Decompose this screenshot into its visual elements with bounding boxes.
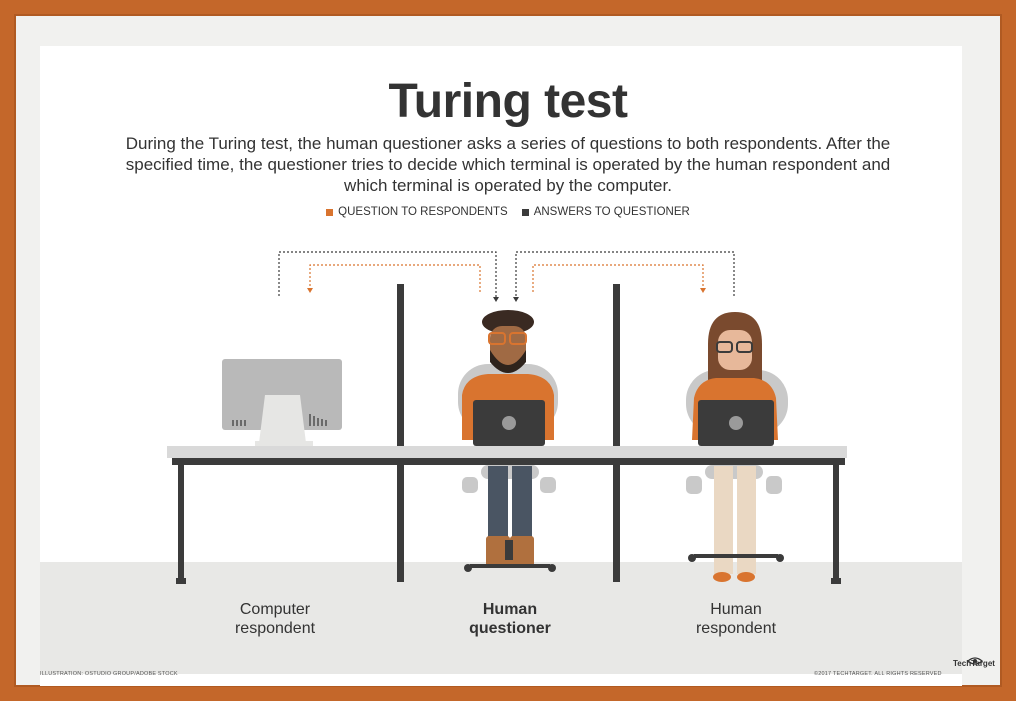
answer-path-left — [278, 251, 497, 298]
question-path-left — [309, 264, 481, 292]
laptop-icon — [473, 400, 545, 446]
respondent-lower — [686, 465, 784, 582]
questioner-lower — [462, 465, 556, 572]
techtarget-logo-icon — [967, 657, 983, 665]
connector-arrows — [278, 251, 735, 298]
brand-name: TechTarget — [953, 659, 995, 668]
illustration-credit: ILLUSTRATION: OSTUDIO GROUP/ADOBE STOCK — [40, 671, 178, 677]
computer-monitor-icon — [222, 359, 342, 447]
station-label-computer: Computer respondent — [205, 600, 345, 638]
station-label-line: Human — [482, 601, 538, 618]
orange-square-icon — [326, 208, 334, 216]
legend: QUESTION TO RESPONDENTS ANSWERS TO QUEST… — [0, 206, 1016, 218]
divider-left — [397, 284, 404, 582]
dark-square-icon — [521, 208, 529, 216]
station-label-line: respondent — [695, 620, 777, 637]
legend-item-answers: ANSWERS TO QUESTIONER — [521, 206, 690, 218]
description-text: During the Turing test, the human questi… — [125, 134, 891, 195]
arrowheads — [307, 288, 706, 302]
legend-label: ANSWERS TO QUESTIONER — [533, 206, 690, 218]
copyright-text: ©2017 TECHTARGET. ALL RIGHTS RESERVED — [814, 671, 942, 677]
desk — [167, 446, 847, 584]
station-label-respondent: Human respondent — [666, 600, 806, 638]
legend-item-questions: QUESTION TO RESPONDENTS — [326, 206, 508, 218]
legend-label: QUESTION TO RESPONDENTS — [338, 206, 508, 218]
station-label-line: respondent — [234, 620, 316, 637]
question-path-right — [532, 264, 704, 292]
station-label-line: questioner — [469, 620, 551, 637]
answer-path-right — [515, 251, 735, 298]
station-label-questioner: Human questioner — [440, 600, 580, 638]
laptop-icon — [698, 400, 774, 446]
station-label-line: Computer — [239, 601, 311, 618]
page-title: Turing test — [388, 75, 628, 128]
floor-band — [40, 562, 962, 674]
station-label-line: Human — [710, 601, 762, 618]
divider-right — [613, 284, 620, 582]
